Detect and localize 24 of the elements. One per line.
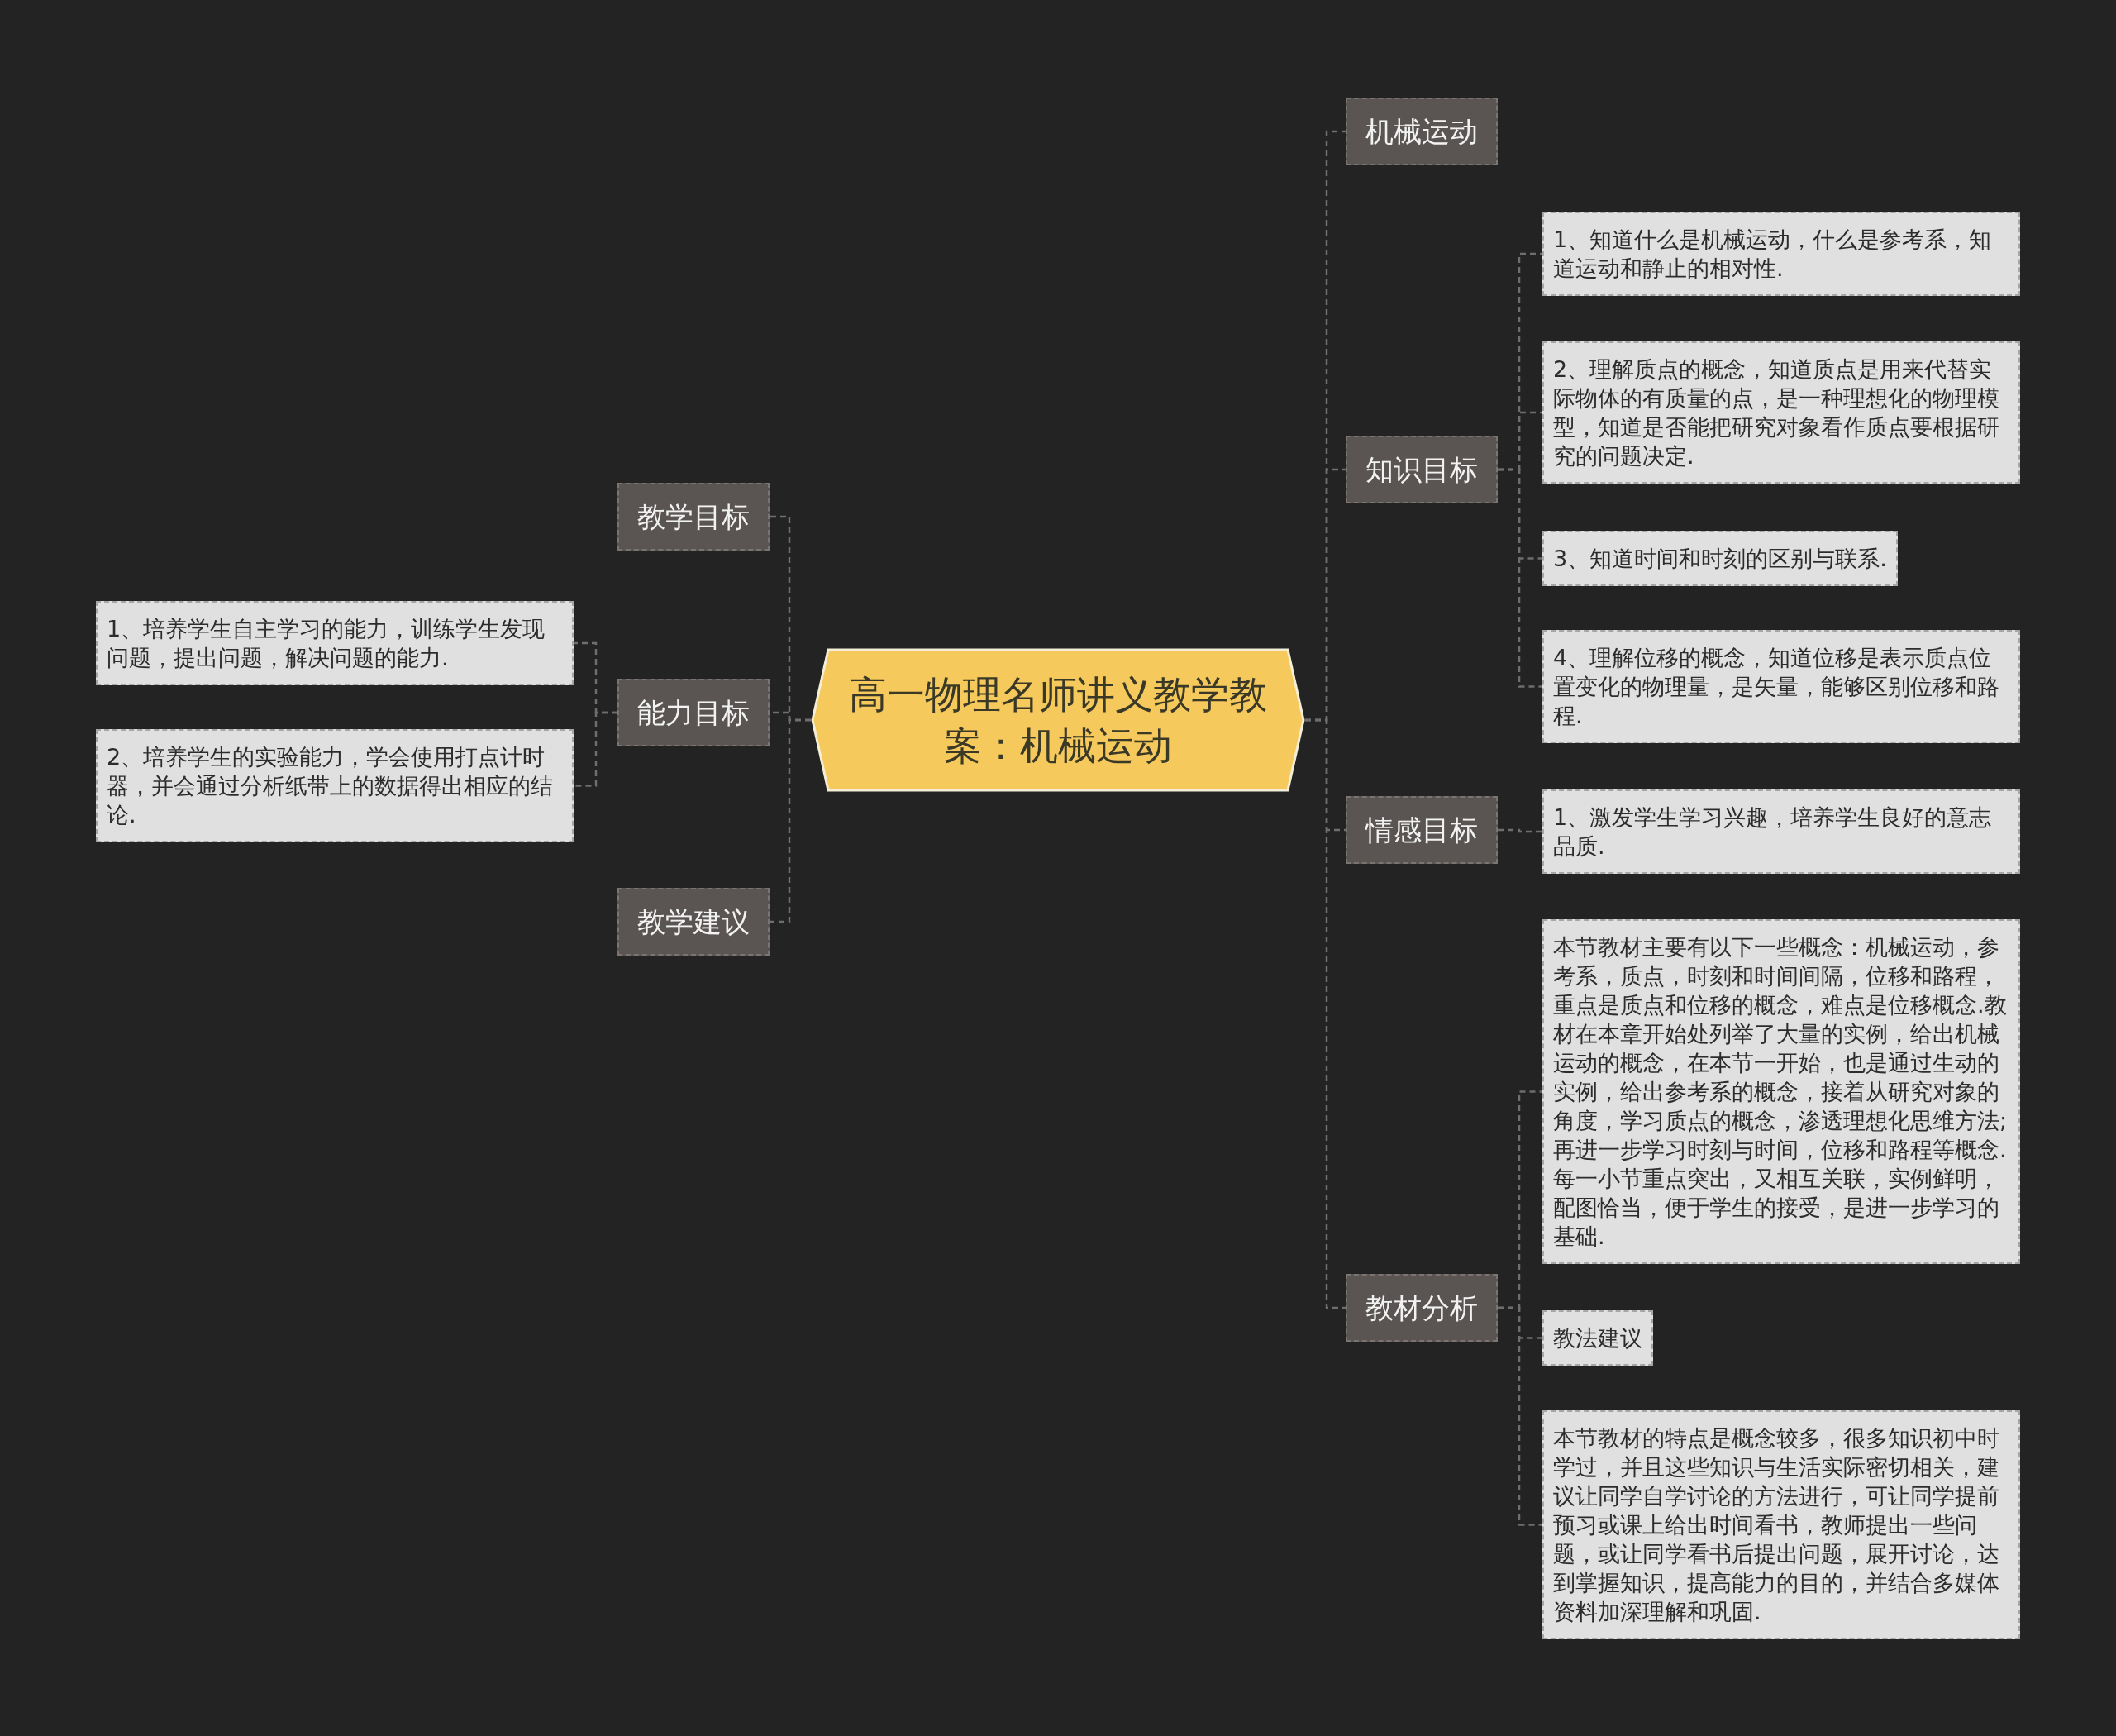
topic-box: 教材分析 [1346,1274,1498,1342]
topic-box: 能力目标 [617,679,770,746]
topic-box: 知识目标 [1346,436,1498,503]
topic-box: 情感目标 [1346,796,1498,864]
note-box: 2、培养学生的实验能力，学会使用打点计时器，并会通过分析纸带上的数据得出相应的结论. [96,729,574,842]
note-box: 1、培养学生自主学习的能力，训练学生发现问题，提出问题，解决问题的能力. [96,601,574,685]
central-topic: 高一物理名师讲义教学教案：机械运动 [811,648,1305,792]
note-box: 本节教材主要有以下一些概念：机械运动，参考系，质点，时刻和时间间隔，位移和路程，重点是质点和位移的概念，难点是位移概念.教材在本章开始处列举了大量的实例，给出机械运动的概念，在本节一开始，也是通过生动的实例，给出参考系的概念，接着从研究对象的角度，学习质点的概念，渗透理想化思维方法;再进一步学习时刻与时间，位移和路程等概念.每一小节重点突出，又相互关联，实例鲜明，配图恰当，便于学生的接受，是进一步学习的基础. [1542,919,2020,1264]
note-box: 本节教材的特点是概念较多，很多知识初中时学过，并且这些知识与生活实际密切相关，建议让同学自学讨论的方法进行，可让同学提前预习或课上给出时间看书，教师提出一些问题，或让同学看书后提出问题，展开讨论，达到掌握知识，提高能力的目的，并结合多媒体资料加深理解和巩固. [1542,1410,2020,1639]
note-box: 1、激发学生学习兴趣，培养学生良好的意志品质. [1542,789,2020,874]
topic-box: 机械运动 [1346,98,1498,165]
note-box: 2、理解质点的概念，知道质点是用来代替实际物体的有质量的点，是一种理想化的物理模型，知道是否能把研究对象看作质点要根据研究的问题决定. [1542,341,2020,484]
connector-line [1305,718,1346,1309]
topic-box: 教学建议 [617,888,770,956]
connector-line [1498,1306,1542,1526]
note-box: 3、知道时间和时刻的区别与联系. [1542,531,1898,586]
topic-box: 教学目标 [617,483,770,551]
connector-line [770,718,811,923]
connector-line [574,711,617,787]
note-box: 4、理解位移的概念，知道位移是表示质点位置变化的物理量，是矢量，能够区别位移和路程. [1542,630,2020,743]
note-box: 1、知道什么是机械运动，什么是参考系，知道运动和静止的相对性. [1542,212,2020,296]
connector-line [1498,468,1542,688]
connector-line [1498,828,1542,833]
note-box: 教法建议 [1542,1310,1653,1366]
